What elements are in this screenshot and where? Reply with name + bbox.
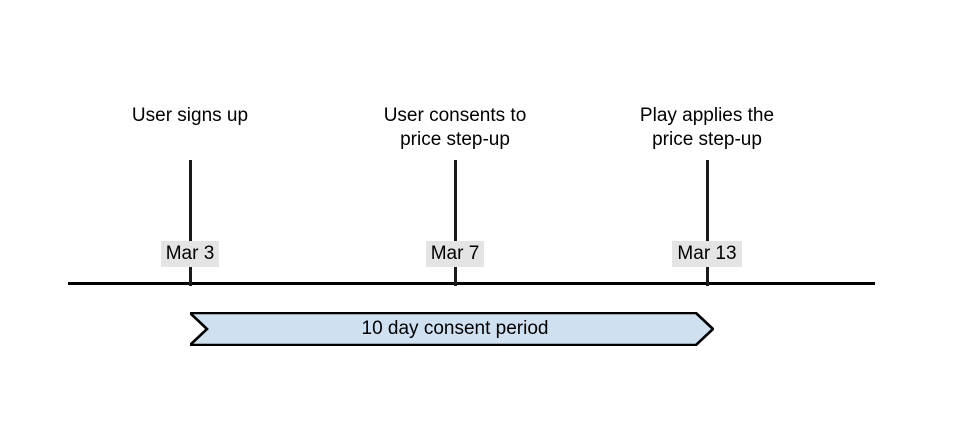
event-tick-line — [189, 160, 192, 286]
event-label: User consents to price step-up — [383, 105, 527, 150]
event-label: Play applies the price step-up — [639, 105, 775, 150]
event-tick-line — [454, 160, 457, 286]
consent-period-banner: 10 day consent period — [190, 312, 714, 346]
event-tick-line — [706, 160, 709, 286]
event-label: User signs up — [131, 105, 249, 126]
banner-arrow-shape — [190, 312, 714, 346]
timeline-axis — [68, 282, 875, 285]
consent-period-label: 10 day consent period — [361, 318, 549, 339]
